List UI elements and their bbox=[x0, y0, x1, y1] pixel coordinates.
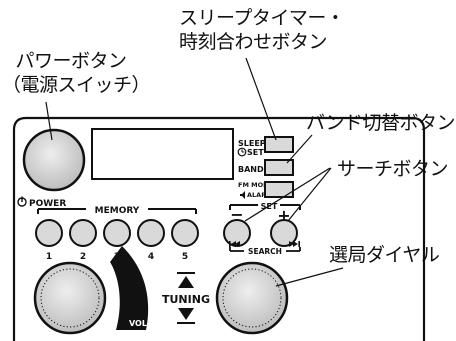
callout-power: パワーボタン （電源スイッチ） bbox=[2, 49, 151, 97]
callout-sleep: スリープタイマー・ 時刻合わせボタン bbox=[179, 6, 345, 54]
memory-button-1[interactable] bbox=[35, 219, 63, 247]
tuning-up-icon bbox=[177, 272, 195, 288]
search-down-button[interactable] bbox=[223, 219, 251, 247]
callout-sleep-line2: 時刻合わせボタン bbox=[179, 31, 328, 53]
volume-knob-inner bbox=[40, 268, 100, 328]
fm-mode-button[interactable] bbox=[264, 181, 294, 198]
memory-number-5: 5 bbox=[182, 252, 188, 262]
leader-search-minus bbox=[244, 167, 331, 222]
callout-band-text: バンド切替ボタン bbox=[306, 112, 455, 134]
memory-label: MEMORY bbox=[95, 206, 140, 216]
memory-button-2[interactable] bbox=[69, 219, 97, 247]
sleep-set-button[interactable] bbox=[264, 136, 294, 153]
power-symbol-icon bbox=[17, 196, 27, 207]
search-down-icon bbox=[229, 241, 240, 247]
search-label: SEARCH bbox=[248, 247, 282, 256]
callout-power-line2: （電源スイッチ） bbox=[2, 74, 151, 96]
callout-tuning-text: 選局ダイヤル bbox=[329, 244, 440, 266]
leader-tuning bbox=[275, 267, 344, 287]
memory-number-2: 2 bbox=[80, 252, 86, 262]
vol-label: VOL bbox=[129, 319, 147, 328]
clock-icon bbox=[237, 147, 247, 157]
search-up-icon bbox=[289, 241, 300, 247]
power-label: POWER bbox=[29, 199, 66, 209]
search-bracket bbox=[229, 247, 301, 252]
alarm-icon bbox=[240, 191, 245, 199]
alarm-label: ALARM bbox=[247, 191, 273, 199]
memory-number-1: 1 bbox=[46, 252, 52, 262]
callout-search: サーチボタン bbox=[337, 157, 449, 181]
tuning-dial-inner bbox=[222, 268, 282, 328]
tuning-label: TUNING bbox=[162, 293, 210, 306]
memory-button-3[interactable] bbox=[103, 219, 131, 247]
volume-knob[interactable] bbox=[33, 261, 107, 335]
memory-button-5[interactable] bbox=[171, 219, 199, 247]
leader-lines bbox=[45, 57, 344, 287]
memory-bracket bbox=[37, 208, 197, 214]
callout-sleep-line1: スリープタイマー・ bbox=[179, 7, 345, 29]
set-bracket bbox=[229, 204, 301, 210]
band-label: BAND bbox=[238, 165, 264, 174]
band-button[interactable] bbox=[264, 159, 294, 176]
search-up-button[interactable] bbox=[270, 219, 298, 247]
leader-band bbox=[286, 134, 313, 164]
callout-search-text: サーチボタン bbox=[337, 158, 449, 180]
tuning-down-icon bbox=[177, 308, 195, 324]
leader-sleep bbox=[245, 57, 277, 141]
set-label: SET bbox=[247, 148, 264, 157]
sleep-label: SLEEP bbox=[238, 139, 266, 148]
tuning-dial[interactable] bbox=[215, 261, 289, 335]
memory-button-4[interactable] bbox=[137, 219, 165, 247]
display-window bbox=[91, 128, 234, 180]
volume-scale bbox=[110, 246, 149, 330]
callout-tuning: 選局ダイヤル bbox=[329, 243, 440, 267]
leader-search-plus bbox=[287, 167, 332, 222]
callout-band: バンド切替ボタン bbox=[306, 111, 455, 135]
memory-number-4: 4 bbox=[148, 252, 154, 262]
callout-power-line1: パワーボタン bbox=[15, 50, 127, 72]
power-button[interactable] bbox=[22, 128, 86, 192]
fm-mode-label: FM MODE bbox=[238, 181, 273, 189]
minus-sign: − bbox=[230, 205, 243, 224]
leader-power bbox=[45, 101, 53, 141]
